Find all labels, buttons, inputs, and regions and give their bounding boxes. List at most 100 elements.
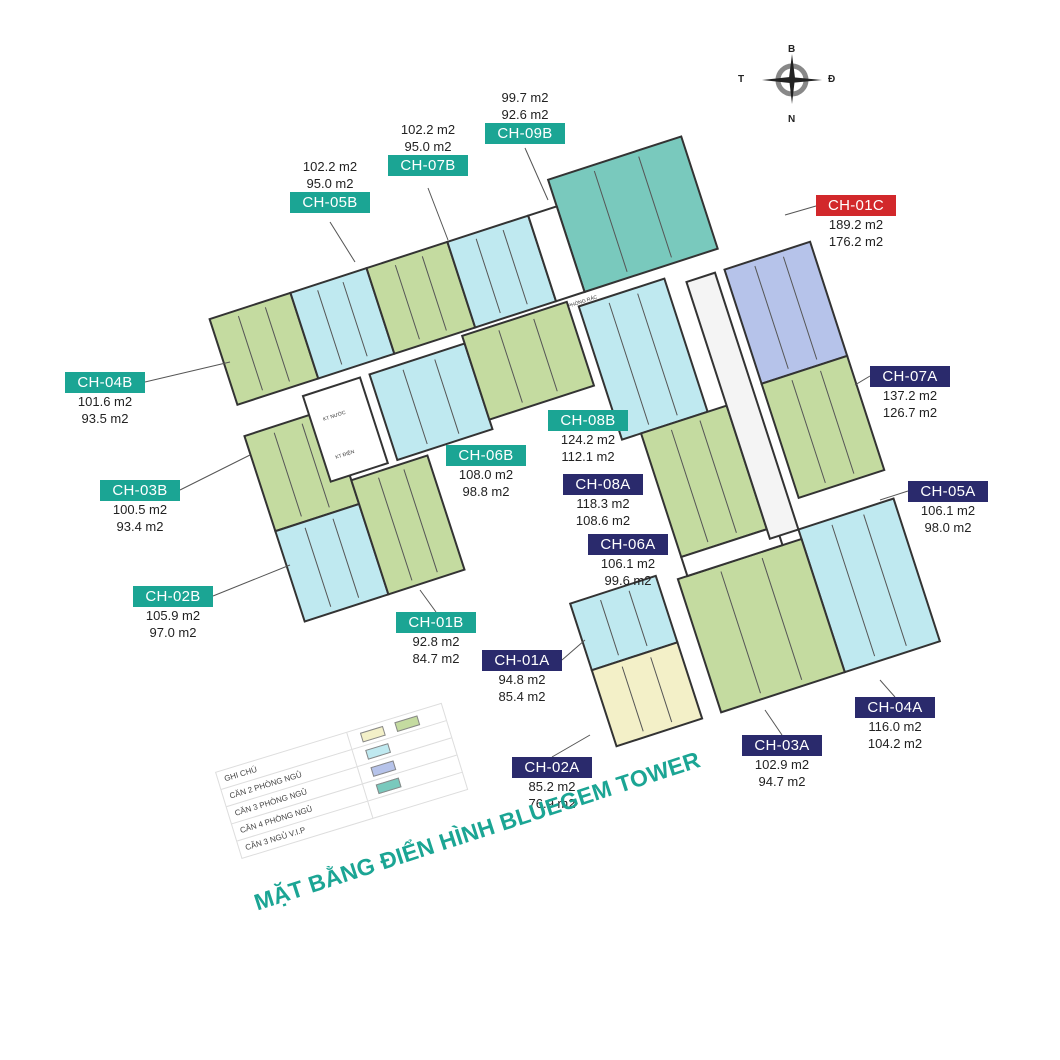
unit-code: CH-01C: [816, 195, 896, 216]
leader-line: [764, 709, 783, 736]
unit-code: CH-01B: [396, 612, 476, 633]
unit-area-net: 97.0 m2: [149, 625, 197, 640]
wall: [264, 307, 290, 382]
unit-code: CH-06A: [588, 534, 668, 555]
unit-area-gross: 106.1 m2: [920, 503, 976, 518]
unit-ch-05a: [760, 354, 886, 500]
wall: [434, 359, 460, 434]
unit-area-net: 98.0 m2: [924, 520, 972, 535]
leader-line: [784, 205, 817, 216]
wall: [378, 477, 413, 581]
unit-code: CH-04A: [855, 697, 935, 718]
unit-area-net: 112.1 m2: [561, 449, 615, 464]
wall: [403, 469, 438, 573]
wall: [273, 432, 302, 517]
wall: [498, 330, 523, 403]
wall: [533, 318, 558, 392]
unit-code: CH-01A: [482, 650, 562, 671]
wall: [475, 238, 501, 314]
wall: [394, 264, 420, 340]
wall: [761, 557, 803, 680]
wall: [593, 170, 628, 272]
wall: [301, 423, 330, 508]
unit-code: CH-05B: [290, 192, 370, 213]
wall: [342, 281, 368, 357]
leader-line: [524, 147, 549, 201]
leader-line: [854, 375, 871, 386]
compass-north-label: B: [788, 44, 796, 55]
unit-area-gross: 101.6 m2: [77, 394, 133, 409]
wall: [237, 315, 263, 391]
unit-area-gross: 124.2 m2: [560, 432, 616, 447]
unit-code: CH-02A: [512, 757, 592, 778]
wall: [621, 666, 644, 732]
wall: [754, 265, 789, 369]
unit-code: CH-03A: [742, 735, 822, 756]
unit-code: CH-03B: [100, 480, 180, 501]
unit-code: CH-09B: [485, 123, 565, 144]
unit-code: CH-08A: [563, 474, 643, 495]
wall: [863, 514, 907, 646]
wall: [650, 657, 673, 723]
lift-core-west: [301, 376, 390, 483]
compass-east-label: Đ: [828, 74, 836, 85]
leader-line: [879, 679, 896, 698]
unit-area-net: 93.4 m2: [116, 519, 164, 534]
wall: [402, 369, 428, 445]
compass-south-label: N: [788, 114, 796, 125]
unit-area-net: 95.0 m2: [404, 139, 452, 154]
leader-line: [212, 564, 291, 597]
wall: [421, 256, 447, 331]
compass-west-label: T: [738, 74, 745, 85]
unit-area-gross: 102.9 m2: [754, 757, 810, 772]
unit-area-gross: 99.7 m2: [501, 90, 549, 105]
leader-line: [879, 490, 909, 501]
leader-line: [144, 361, 231, 383]
unit-area-gross: 102.2 m2: [400, 122, 456, 137]
wall: [332, 518, 360, 598]
unit-code: CH-05A: [908, 481, 988, 502]
wall: [831, 524, 876, 657]
unit-area-net: 76.9 m2: [528, 796, 576, 811]
unit-area-net: 104.2 m2: [867, 736, 923, 751]
unit-area-gross: 100.5 m2: [112, 502, 168, 517]
unit-area-gross: 105.9 m2: [145, 608, 201, 623]
unit-area-net: 85.4 m2: [498, 689, 546, 704]
corridor-east: [685, 271, 800, 541]
leader-line: [427, 187, 449, 241]
unit-code: CH-07B: [388, 155, 468, 176]
unit-ch-08b: [460, 300, 596, 421]
unit-area-gross: 189.2 m2: [828, 217, 884, 232]
compass-rose-icon: [762, 54, 822, 104]
unit-code: CH-07A: [870, 366, 950, 387]
unit-area-net: 93.5 m2: [81, 411, 129, 426]
unit-area-net: 94.7 m2: [758, 774, 806, 789]
unit-area-net: 95.0 m2: [306, 176, 354, 191]
wall: [791, 380, 826, 484]
unit-code: CH-02B: [133, 586, 213, 607]
leader-line: [561, 639, 586, 661]
wall: [608, 302, 650, 425]
unit-area-net: 99.6 m2: [604, 573, 652, 588]
stair-core: [526, 205, 586, 303]
unit-area-net: 92.6 m2: [501, 107, 549, 122]
wall: [502, 229, 528, 305]
unit-ch-02a: [590, 641, 704, 748]
wall: [720, 571, 761, 694]
unit-area-gross: 85.2 m2: [528, 779, 576, 794]
leader-line: [419, 589, 437, 613]
